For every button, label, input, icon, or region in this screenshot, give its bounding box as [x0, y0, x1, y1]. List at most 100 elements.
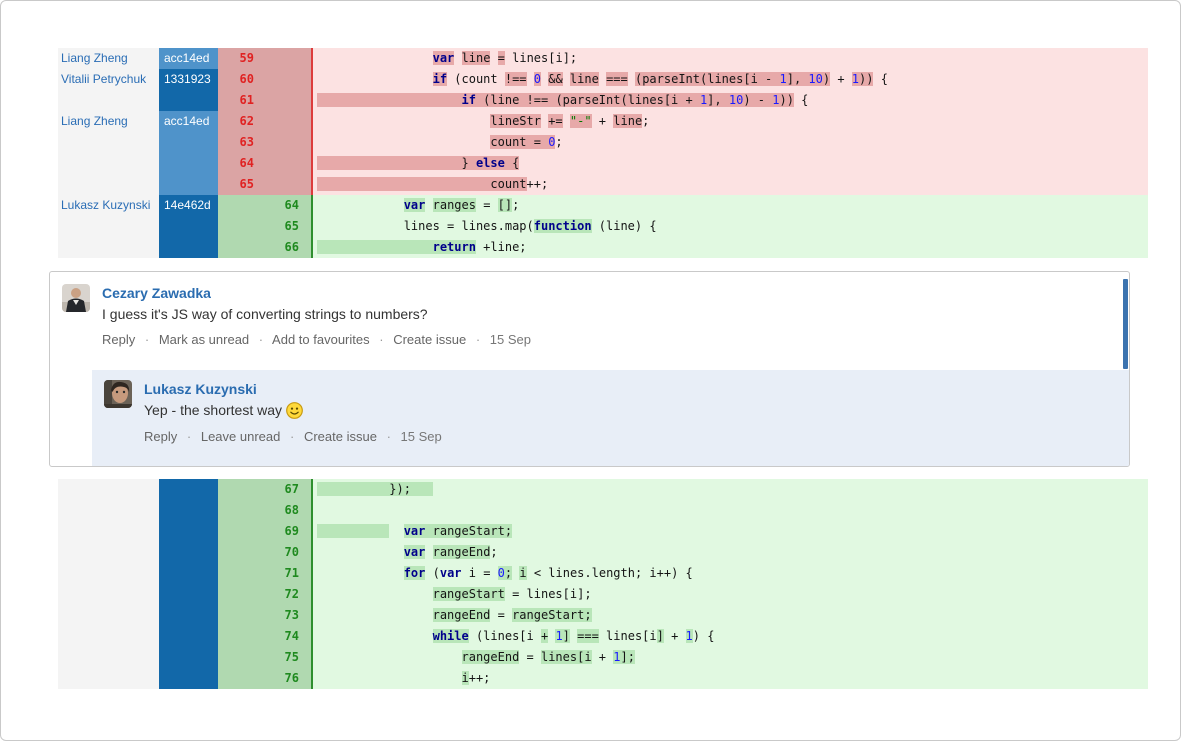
new-line-number[interactable]: 65 [284, 219, 299, 233]
code-line[interactable]: var ranges = []; [311, 195, 1148, 216]
commit-cell [159, 216, 218, 237]
create-issue-link[interactable]: Create issue [393, 332, 467, 347]
new-line-number[interactable]: 74 [284, 629, 299, 643]
diff-row: 66 return +line; [58, 237, 1148, 258]
code-line[interactable]: for (var i = 0; i < lines.length; i++) { [311, 563, 1148, 584]
comment-thread: Cezary Zawadka I guess it's JS way of co… [49, 271, 1130, 467]
author-cell [58, 174, 159, 195]
old-line-number[interactable]: 63 [239, 135, 254, 149]
old-line-number [218, 479, 264, 500]
old-line-number[interactable]: 60 [239, 72, 254, 86]
code-line[interactable]: count++; [311, 174, 1148, 195]
author-cell [58, 216, 159, 237]
line-number-gutter: 60 [218, 69, 311, 90]
old-line-number [218, 542, 264, 563]
commit-hash[interactable]: 14e462d [159, 195, 218, 216]
unread-indicator [1123, 279, 1128, 369]
commit-hash[interactable]: acc14ed [159, 48, 218, 69]
code-line[interactable]: rangeStart = lines[i]; [311, 584, 1148, 605]
diff-row: 72 rangeStart = lines[i]; [58, 584, 1148, 605]
new-line-number [264, 48, 311, 69]
code-line[interactable]: rangeEnd = rangeStart; [311, 605, 1148, 626]
author-link[interactable]: Lukasz Kuzynski [58, 195, 159, 216]
code-line[interactable]: if (line !== (parseInt(lines[i + 1], 10)… [311, 90, 1148, 111]
create-issue-link[interactable]: Create issue [303, 429, 377, 444]
code-line[interactable]: }); [311, 479, 1148, 500]
commit-cell [159, 479, 218, 500]
code-line[interactable]: if (count !== 0 && line === (parseInt(li… [311, 69, 1148, 90]
code-line[interactable]: var line = lines[i]; [311, 48, 1148, 69]
author-cell [58, 584, 159, 605]
old-line-number[interactable]: 61 [239, 93, 254, 107]
new-line-number [264, 90, 311, 111]
commit-cell [159, 626, 218, 647]
add-to-favourites-link[interactable]: Add to favourites [272, 332, 370, 347]
new-line-number[interactable]: 76 [284, 671, 299, 685]
diff-row: 65 count++; [58, 174, 1148, 195]
new-line-number[interactable]: 69 [284, 524, 299, 538]
new-line-number[interactable]: 68 [284, 503, 299, 517]
reply-link[interactable]: Reply [102, 332, 136, 347]
code-line[interactable]: i++; [311, 668, 1148, 689]
line-number-gutter: 63 [218, 132, 311, 153]
diff-row: 65 lines = lines.map(function (line) { [58, 216, 1148, 237]
author-cell [58, 563, 159, 584]
code-line[interactable]: rangeEnd = lines[i + 1]; [311, 647, 1148, 668]
author-cell [58, 153, 159, 174]
code-line[interactable]: while (lines[i + 1] === lines[i] + 1) { [311, 626, 1148, 647]
code-line[interactable]: count = 0; [311, 132, 1148, 153]
new-line-number[interactable]: 72 [284, 587, 299, 601]
new-line-number[interactable]: 66 [284, 240, 299, 254]
code-line[interactable]: return +line; [311, 237, 1148, 258]
comment-root: Cezary Zawadka I guess it's JS way of co… [50, 272, 1129, 355]
code-line[interactable]: var rangeStart; [311, 521, 1148, 542]
avatar[interactable] [62, 284, 90, 312]
old-line-number [218, 626, 264, 647]
code-line[interactable]: var rangeEnd; [311, 542, 1148, 563]
author-link[interactable]: Liang Zheng [58, 48, 159, 69]
old-line-number[interactable]: 65 [239, 177, 254, 191]
comment-author[interactable]: Lukasz Kuzynski [144, 381, 257, 397]
old-line-number [218, 668, 264, 689]
code-line[interactable] [311, 500, 1148, 521]
new-line-number[interactable]: 70 [284, 545, 299, 559]
diff-row: 74 while (lines[i + 1] === lines[i] + 1)… [58, 626, 1148, 647]
code-line[interactable]: lineStr += "-" + line; [311, 111, 1148, 132]
commit-cell [159, 237, 218, 258]
leave-unread-link[interactable]: Leave unread [200, 429, 281, 444]
line-number-gutter: 70 [218, 542, 311, 563]
smiley-emoticon [286, 402, 303, 419]
old-line-number [218, 521, 264, 542]
commit-hash[interactable]: acc14ed [159, 111, 218, 132]
author-link[interactable]: Vitalii Petrychuk [58, 69, 159, 90]
line-number-gutter: 71 [218, 563, 311, 584]
comment-author[interactable]: Cezary Zawadka [102, 285, 211, 301]
commit-hash[interactable]: 1331923 [159, 69, 218, 90]
old-line-number [218, 584, 264, 605]
code-line[interactable]: } else { [311, 153, 1148, 174]
old-line-number [218, 647, 264, 668]
line-number-gutter: 72 [218, 584, 311, 605]
old-line-number[interactable]: 64 [239, 156, 254, 170]
line-number-gutter: 76 [218, 668, 311, 689]
avatar[interactable] [104, 380, 132, 408]
new-line-number[interactable]: 75 [284, 650, 299, 664]
reply-link[interactable]: Reply [144, 429, 178, 444]
new-line-number[interactable]: 71 [284, 566, 299, 580]
line-number-gutter: 66 [218, 237, 311, 258]
new-line-number[interactable]: 67 [284, 482, 299, 496]
diff-row: 70 var rangeEnd; [58, 542, 1148, 563]
new-line-number[interactable]: 64 [284, 198, 299, 212]
old-line-number[interactable]: 59 [239, 51, 254, 65]
old-line-number[interactable]: 62 [239, 114, 254, 128]
new-line-number[interactable]: 73 [284, 608, 299, 622]
author-link[interactable]: Liang Zheng [58, 111, 159, 132]
mark-as-unread-link[interactable]: Mark as unread [158, 332, 250, 347]
line-number-gutter: 75 [218, 647, 311, 668]
commit-cell [159, 90, 218, 111]
commit-cell [159, 584, 218, 605]
code-line[interactable]: lines = lines.map(function (line) { [311, 216, 1148, 237]
